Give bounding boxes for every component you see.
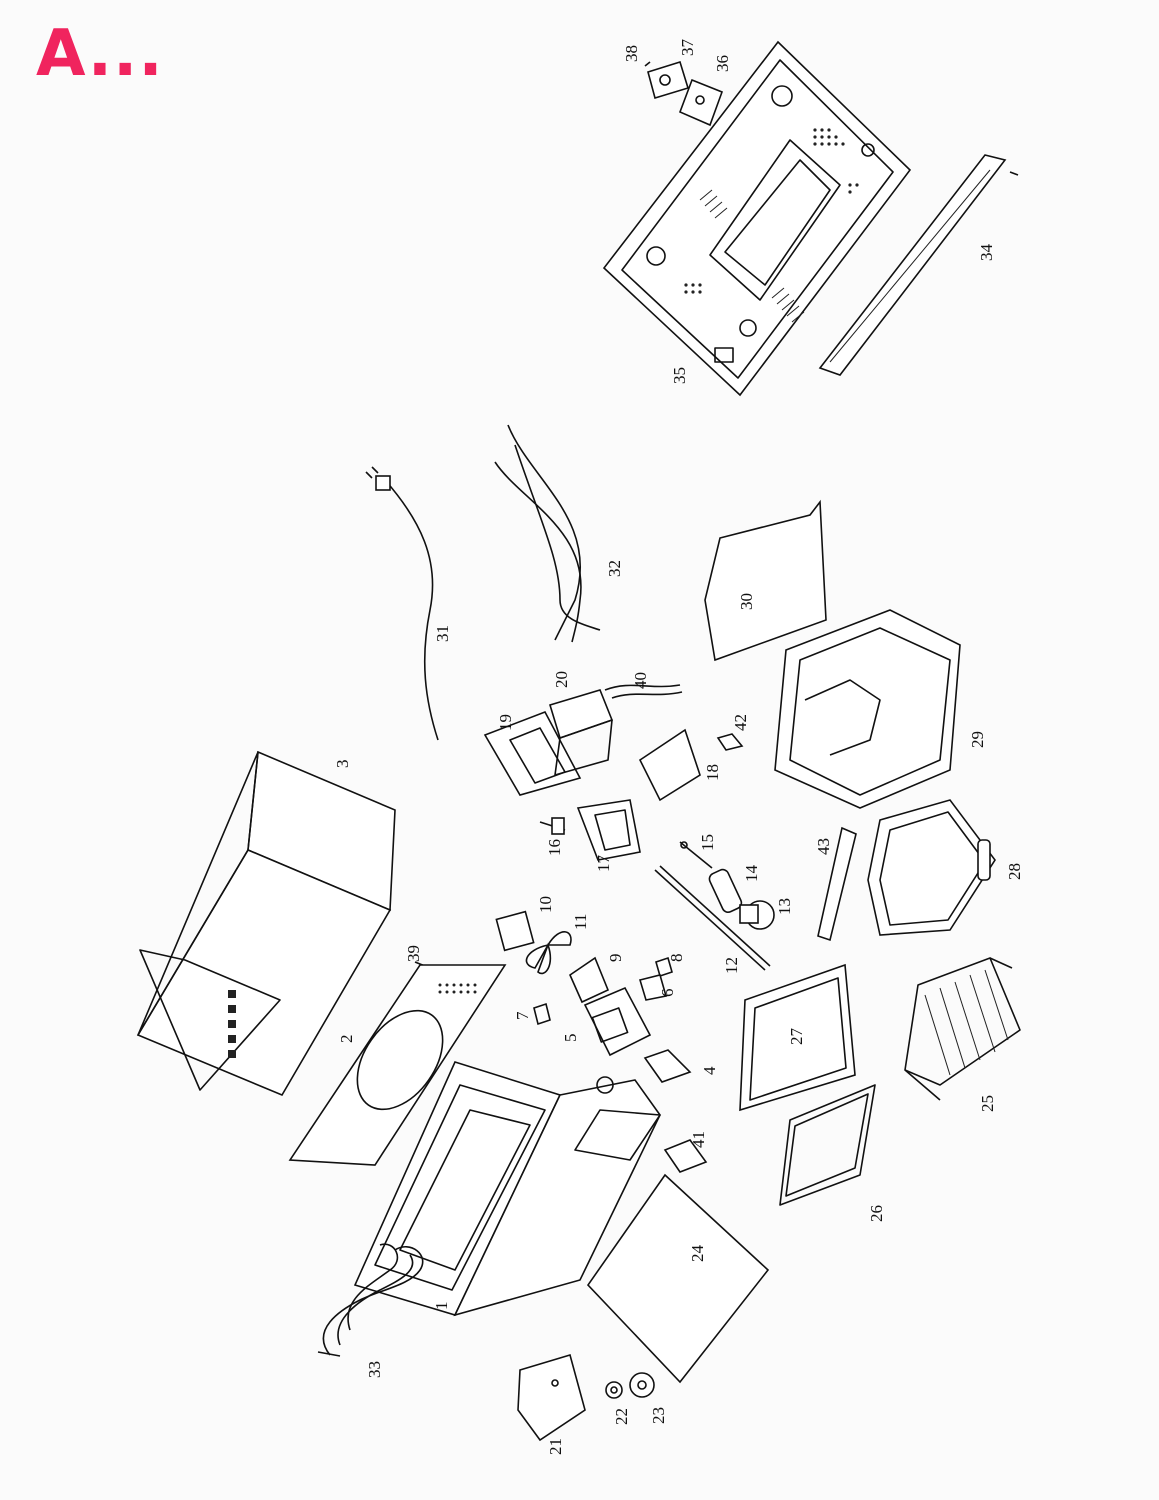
label-34: 34 <box>977 244 996 262</box>
label-16: 16 <box>545 839 564 856</box>
page-title: A... <box>36 17 164 91</box>
part-29-foam-packing <box>774 609 961 809</box>
label-26: 26 <box>867 1205 886 1222</box>
part-27-tray <box>739 963 856 1112</box>
label-11: 11 <box>571 914 590 930</box>
label-3: 3 <box>333 760 352 769</box>
part-42-block <box>716 733 744 751</box>
part-31-power-cord <box>365 466 439 741</box>
part-43-utensil <box>817 826 857 942</box>
part-24-glass-panel <box>586 1173 770 1384</box>
part-33-heating-element <box>317 1243 424 1357</box>
label-25: 25 <box>978 1095 997 1112</box>
part-17-housing <box>576 799 641 861</box>
part-20-transformer <box>549 689 614 776</box>
label-29: 29 <box>968 731 987 748</box>
label-21: 21 <box>546 1438 565 1455</box>
part-21-cover <box>517 1353 586 1442</box>
label-33: 33 <box>365 1361 384 1378</box>
label-2: 2 <box>337 1035 356 1044</box>
label-19: 19 <box>496 714 515 731</box>
label-5: 5 <box>561 1034 580 1043</box>
label-36: 36 <box>713 55 732 72</box>
label-20: 20 <box>552 671 571 688</box>
label-14: 14 <box>742 865 761 883</box>
label-31: 31 <box>433 625 452 642</box>
label-18: 18 <box>703 764 722 781</box>
label-6: 6 <box>658 989 677 998</box>
part-10-fan-motor <box>495 910 535 952</box>
part-9-bracket <box>568 956 610 1004</box>
part-28-casserole-dish <box>867 799 996 936</box>
part-6-switch <box>638 974 668 1001</box>
part-3-outer-case <box>136 750 396 1097</box>
part-1-cavity <box>353 1061 661 1317</box>
label-12: 12 <box>722 957 741 974</box>
part-25-wire-rack <box>904 957 1021 1101</box>
label-39: 39 <box>404 945 423 962</box>
part-15-wire <box>679 841 713 869</box>
label-43: 43 <box>814 838 833 855</box>
label-42: 42 <box>731 714 750 731</box>
label-32: 32 <box>605 560 624 577</box>
part-40-strap <box>604 684 683 699</box>
label-13: 13 <box>775 898 794 915</box>
part-22-coupler <box>605 1381 623 1399</box>
label-40: 40 <box>631 672 650 689</box>
label-9: 9 <box>606 954 625 963</box>
part-7-clip <box>533 1002 551 1026</box>
label-7: 7 <box>513 1011 532 1020</box>
label-41: 41 <box>689 1131 708 1148</box>
label-1: 1 <box>432 1302 451 1311</box>
label-28: 28 <box>1005 863 1024 880</box>
part-18-duct <box>638 728 701 802</box>
part-4-transformer <box>643 1049 692 1083</box>
part-36-bracket <box>678 78 724 127</box>
label-24: 24 <box>688 1245 707 1263</box>
part-16-fuse <box>539 817 566 835</box>
part-14-capacitor <box>708 868 743 913</box>
part-32-wire-harness <box>494 424 601 643</box>
label-4: 4 <box>700 1066 719 1075</box>
part-23-motor <box>629 1372 655 1398</box>
part-13-motor <box>739 900 775 930</box>
part-12-rod <box>654 865 771 971</box>
label-8: 8 <box>667 954 686 963</box>
label-15: 15 <box>698 834 717 851</box>
label-37: 37 <box>678 39 697 57</box>
label-38: 38 <box>622 45 641 62</box>
part-11-fan-blade <box>525 931 572 975</box>
label-17: 17 <box>594 855 613 873</box>
label-23: 23 <box>649 1407 668 1424</box>
part-26-rack-frame <box>779 1084 876 1206</box>
part-30-insert <box>704 499 827 662</box>
label-27: 27 <box>787 1028 806 1046</box>
part-37-38-switch-parts <box>644 60 690 100</box>
part-5-magnetron <box>583 986 652 1057</box>
part-41-block <box>663 1139 708 1173</box>
part-34-side-rail <box>818 154 1019 376</box>
part-35-base-plate <box>602 40 912 397</box>
label-35: 35 <box>670 367 689 384</box>
label-30: 30 <box>737 593 756 610</box>
label-22: 22 <box>612 1408 631 1425</box>
part-2-front-panel <box>288 964 507 1166</box>
label-10: 10 <box>536 896 555 913</box>
part-labels: 1 2 3 4 5 6 7 8 9 10 11 12 13 14 15 16 1… <box>333 39 1024 1456</box>
part-8-switch <box>655 956 673 978</box>
